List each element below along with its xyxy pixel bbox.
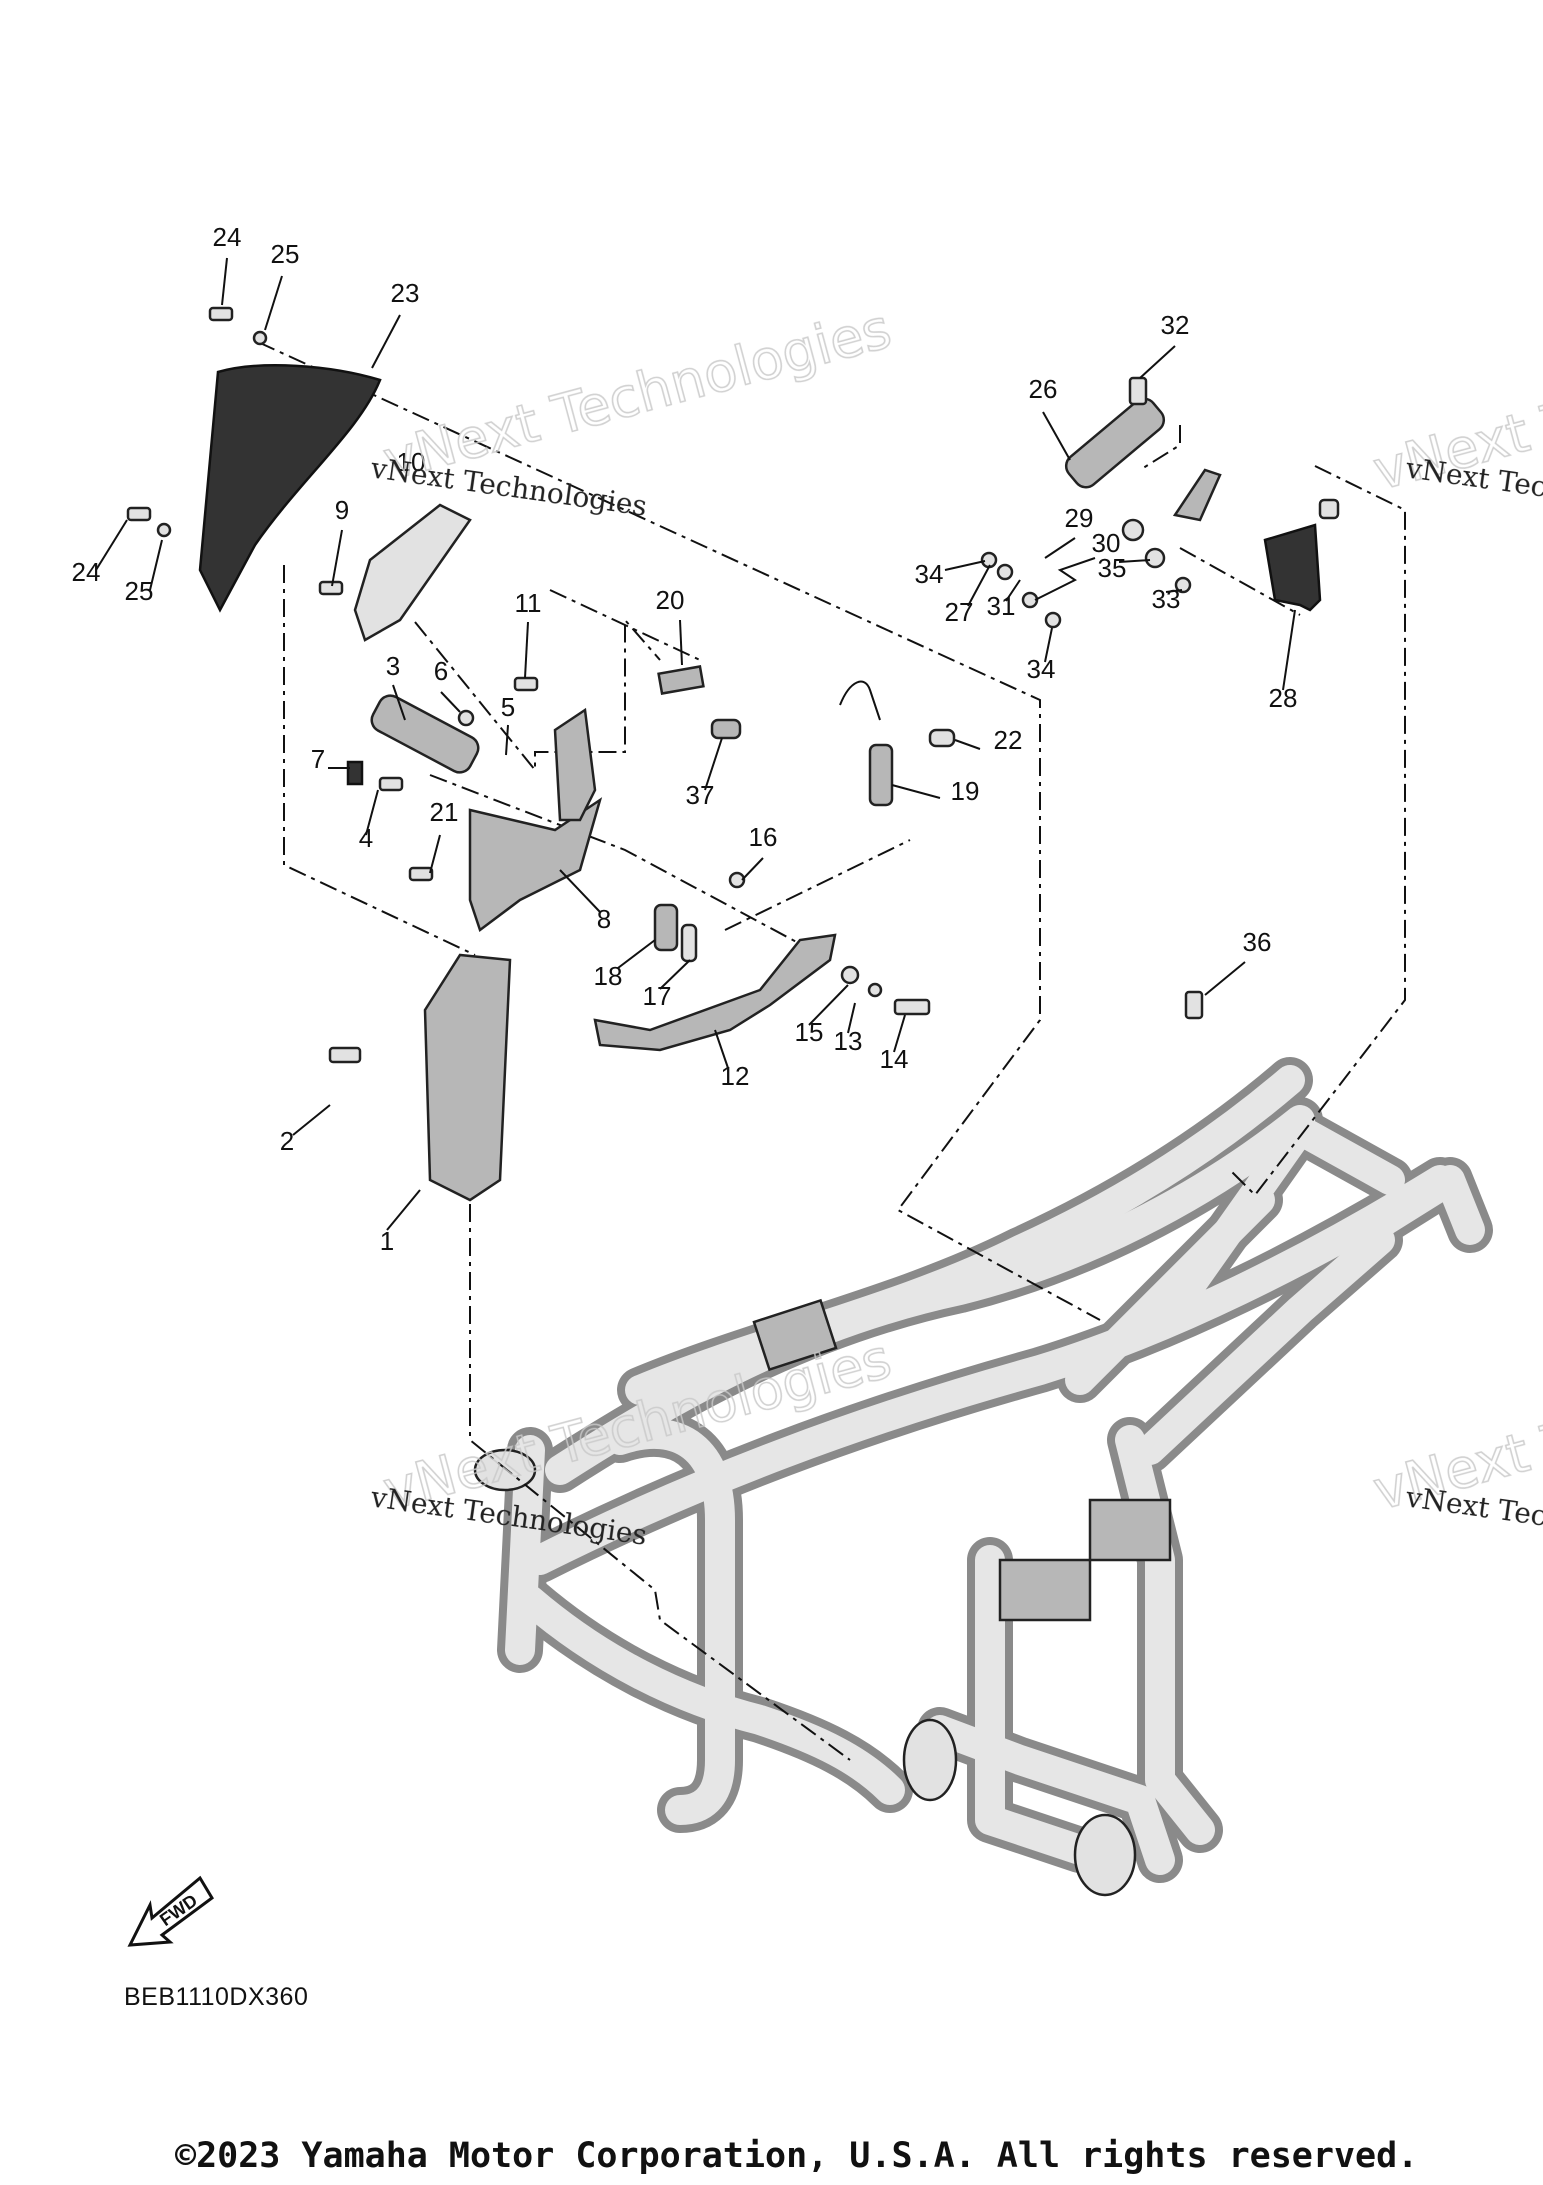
callout-35: 35 <box>1098 553 1127 583</box>
watermark-label-4: vNext Technologies <box>1403 1480 1543 1552</box>
callout-14: 14 <box>880 1044 909 1074</box>
callout-5: 5 <box>501 692 515 722</box>
main-frame <box>473 1057 1493 1897</box>
passenger-footrest-part <box>1064 397 1166 489</box>
callout-7: 7 <box>311 744 325 774</box>
callout-33: 33 <box>1152 584 1181 614</box>
bracket-part <box>423 953 512 1202</box>
callout-13: 13 <box>834 1026 863 1056</box>
diagram-code: BEB1110DX360 <box>124 1983 309 2011</box>
callout-20: 20 <box>656 585 685 615</box>
fasteners <box>126 306 1340 1064</box>
callout-6: 6 <box>434 656 448 686</box>
fwd-arrow-icon: FWD <box>127 1875 214 1947</box>
callout-23: 23 <box>391 278 420 308</box>
watermark-label-1: vNext Technologies <box>368 451 649 523</box>
callout-25: 25 <box>125 576 154 606</box>
callout-24: 24 <box>72 557 101 587</box>
callout-16: 16 <box>749 822 778 852</box>
callout-21: 21 <box>430 797 459 827</box>
callout-4: 4 <box>359 823 373 853</box>
callout-numbers: 1234567891011121314151617181920212223242… <box>72 222 1298 1256</box>
callout-17: 17 <box>643 981 672 1011</box>
callout-10: 10 <box>397 447 426 477</box>
callout-26: 26 <box>1029 374 1058 404</box>
callout-31: 31 <box>987 591 1016 621</box>
callout-29: 29 <box>1065 503 1094 533</box>
callout-22: 22 <box>994 725 1023 755</box>
parts <box>126 306 1340 1202</box>
callout-18: 18 <box>594 961 623 991</box>
callout-8: 8 <box>597 904 611 934</box>
plate-part <box>353 503 472 642</box>
callout-12: 12 <box>721 1061 750 1091</box>
callout-2: 2 <box>280 1126 294 1156</box>
callout-36: 36 <box>1243 927 1272 957</box>
callout-25: 25 <box>271 239 300 269</box>
callout-34: 34 <box>1027 654 1056 684</box>
footrest-bracket-part <box>468 797 603 933</box>
callout-27: 27 <box>945 597 974 627</box>
callout-24: 24 <box>213 222 242 252</box>
callout-32: 32 <box>1161 310 1190 340</box>
copyright-notice: ©2023 Yamaha Motor Corporation, U.S.A. A… <box>175 2136 1419 2176</box>
rear-bracket-part <box>1263 523 1322 612</box>
callout-28: 28 <box>1269 683 1298 713</box>
brake-pedal-part <box>593 933 837 1052</box>
callout-19: 19 <box>951 776 980 806</box>
callout-34: 34 <box>915 559 944 589</box>
callout-1: 1 <box>380 1226 394 1256</box>
footrest-part <box>370 694 480 774</box>
leader-lines <box>95 257 1296 1231</box>
callout-15: 15 <box>795 1017 824 1047</box>
callout-11: 11 <box>515 588 542 618</box>
callout-9: 9 <box>335 495 349 525</box>
callout-37: 37 <box>686 780 715 810</box>
callout-30: 30 <box>1092 528 1121 558</box>
callout-3: 3 <box>386 651 400 681</box>
heel-guard-part <box>198 364 382 613</box>
